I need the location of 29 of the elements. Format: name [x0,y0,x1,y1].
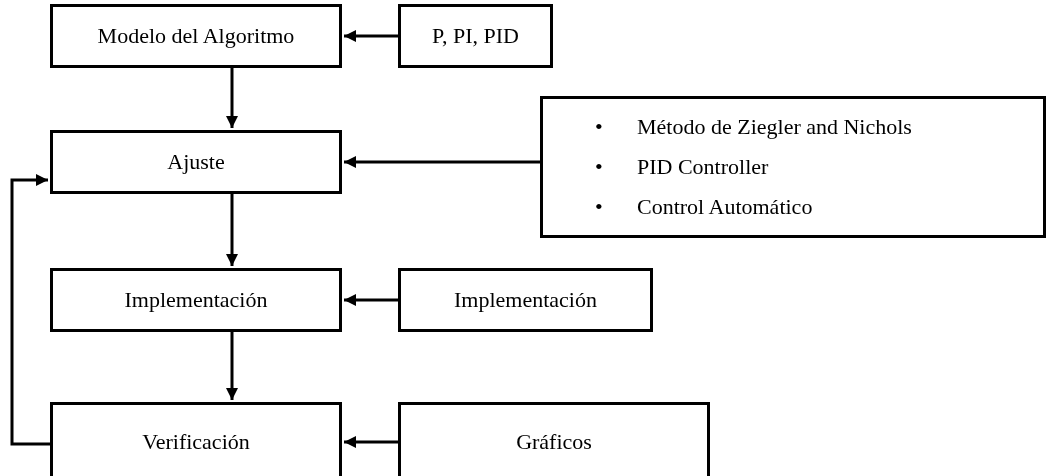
box-label: Implementación [124,287,268,313]
process-box [50,4,342,68]
arrow [344,294,398,306]
process-box [398,4,553,68]
arrow [226,68,238,128]
arrow [344,436,398,448]
arrow [226,194,238,266]
box-label: Implementación [454,287,597,313]
arrow [10,174,50,446]
bullet-item: Método de Ziegler and Nichols [637,113,912,141]
box-label: Gráficos [516,429,592,455]
arrow [226,332,238,400]
process-box [398,268,653,332]
bullet: • [595,194,604,220]
bullet: • [595,154,604,180]
process-box [50,130,342,194]
arrow [344,156,540,168]
box-label: Ajuste [167,149,225,175]
process-box [50,268,342,332]
process-box [540,96,1046,238]
box-label: Verificación [142,429,250,455]
bullet-item: PID Controller [637,153,769,181]
process-box [50,402,342,476]
box-label: Modelo del Algoritmo [97,23,295,49]
bullet: • [595,114,604,140]
bullet-item: Control Automático [637,193,813,221]
box-label: P, PI, PID [432,23,519,49]
process-box [398,402,710,476]
arrow [344,30,398,42]
